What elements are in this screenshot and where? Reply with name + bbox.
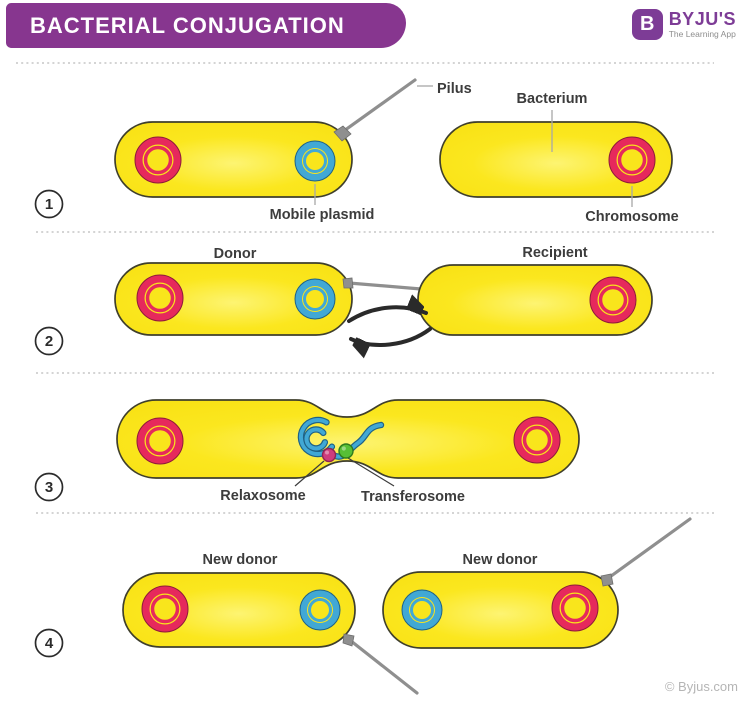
pilus: [349, 639, 419, 695]
stage-2-badge: 2: [34, 326, 64, 356]
pilus-base-icon: [600, 573, 614, 587]
transferosome-label: Transferosome: [361, 489, 465, 505]
new-donor-cell-left: [122, 572, 356, 648]
badge-number: 1: [45, 196, 53, 213]
brand-name: BYJU'S: [668, 9, 736, 30]
badge-circle: [34, 472, 64, 502]
conjugation-pilus-bridge: [347, 281, 423, 291]
byjus-logo: B BYJU'S The Learning App: [631, 9, 736, 40]
mobile-plasmid-ring: [401, 589, 443, 631]
page-title: BACTERIAL CONJUGATION: [30, 12, 345, 38]
mobile-plasmid-ring: [294, 140, 336, 182]
badge-circle: [34, 326, 64, 356]
arrow-right-icon: [347, 307, 428, 323]
chromosome-ring: [513, 416, 561, 464]
chromosome-ring: [136, 417, 184, 465]
stage-4: 4 New donor New donor: [34, 517, 692, 695]
chromosome-ring: [589, 276, 637, 324]
mobile-plasmid-ring: [299, 589, 341, 631]
copyright-credit: © Byjus.com: [664, 679, 738, 694]
chromosome-ring: [551, 584, 599, 632]
merged-conjugating-cells: [116, 399, 580, 479]
badge-number: 2: [45, 333, 53, 350]
pilus: [605, 517, 692, 581]
new-donor-label-left: New donor: [203, 552, 278, 568]
stage-3-badge: 3: [34, 472, 64, 502]
pilus: [339, 78, 417, 135]
arrow-left-icon: [349, 327, 432, 345]
stage-2: 2 Donor Recipient: [34, 245, 653, 356]
chromosome-ring: [141, 585, 189, 633]
pilus-base-icon: [342, 633, 355, 647]
bacterium-label: Bacterium: [517, 91, 588, 107]
stage-1: 1 Pilus Bacterium Mobile plasmid Chromos…: [34, 78, 679, 225]
recipient-bacterium-cell: [439, 121, 673, 198]
stage-1-badge: 1: [34, 189, 64, 219]
pilus-base-icon: [333, 125, 352, 142]
brand-tagline: The Learning App: [668, 29, 736, 40]
relaxosome-label: Relaxosome: [220, 488, 305, 504]
chromosome-ring: [608, 136, 656, 184]
badge-circle: [34, 189, 64, 219]
donor-bacterium-cell: [114, 121, 353, 198]
recipient-label: Recipient: [522, 245, 587, 261]
pilus-label: Pilus: [437, 81, 472, 97]
relaxosome-dot: [321, 447, 337, 463]
stage-4-badge: 4: [34, 628, 64, 658]
badge-number: 3: [45, 479, 53, 496]
transferosome-label-leader: [347, 457, 395, 487]
badge-number: 4: [45, 635, 54, 652]
byjus-b-icon: B: [631, 9, 663, 40]
chromosome-ring: [136, 274, 184, 322]
badge-circle: [34, 628, 64, 658]
transferosome-dot: [338, 443, 354, 459]
title-banner: BACTERIAL CONJUGATION: [6, 3, 406, 48]
mobile-plasmid-ring: [294, 278, 336, 320]
chromosome-label: Chromosome: [585, 209, 678, 225]
exchange-arrows-icon: [347, 307, 432, 345]
pilus-base-icon: [342, 277, 354, 289]
stage-3: 3: [34, 399, 580, 505]
donor-label: Donor: [214, 246, 257, 262]
chromosome-ring: [134, 136, 182, 184]
mobile-plasmid-label: Mobile plasmid: [270, 207, 375, 223]
relaxosome-label-leader: [294, 460, 325, 487]
new-donor-label-right: New donor: [463, 552, 538, 568]
